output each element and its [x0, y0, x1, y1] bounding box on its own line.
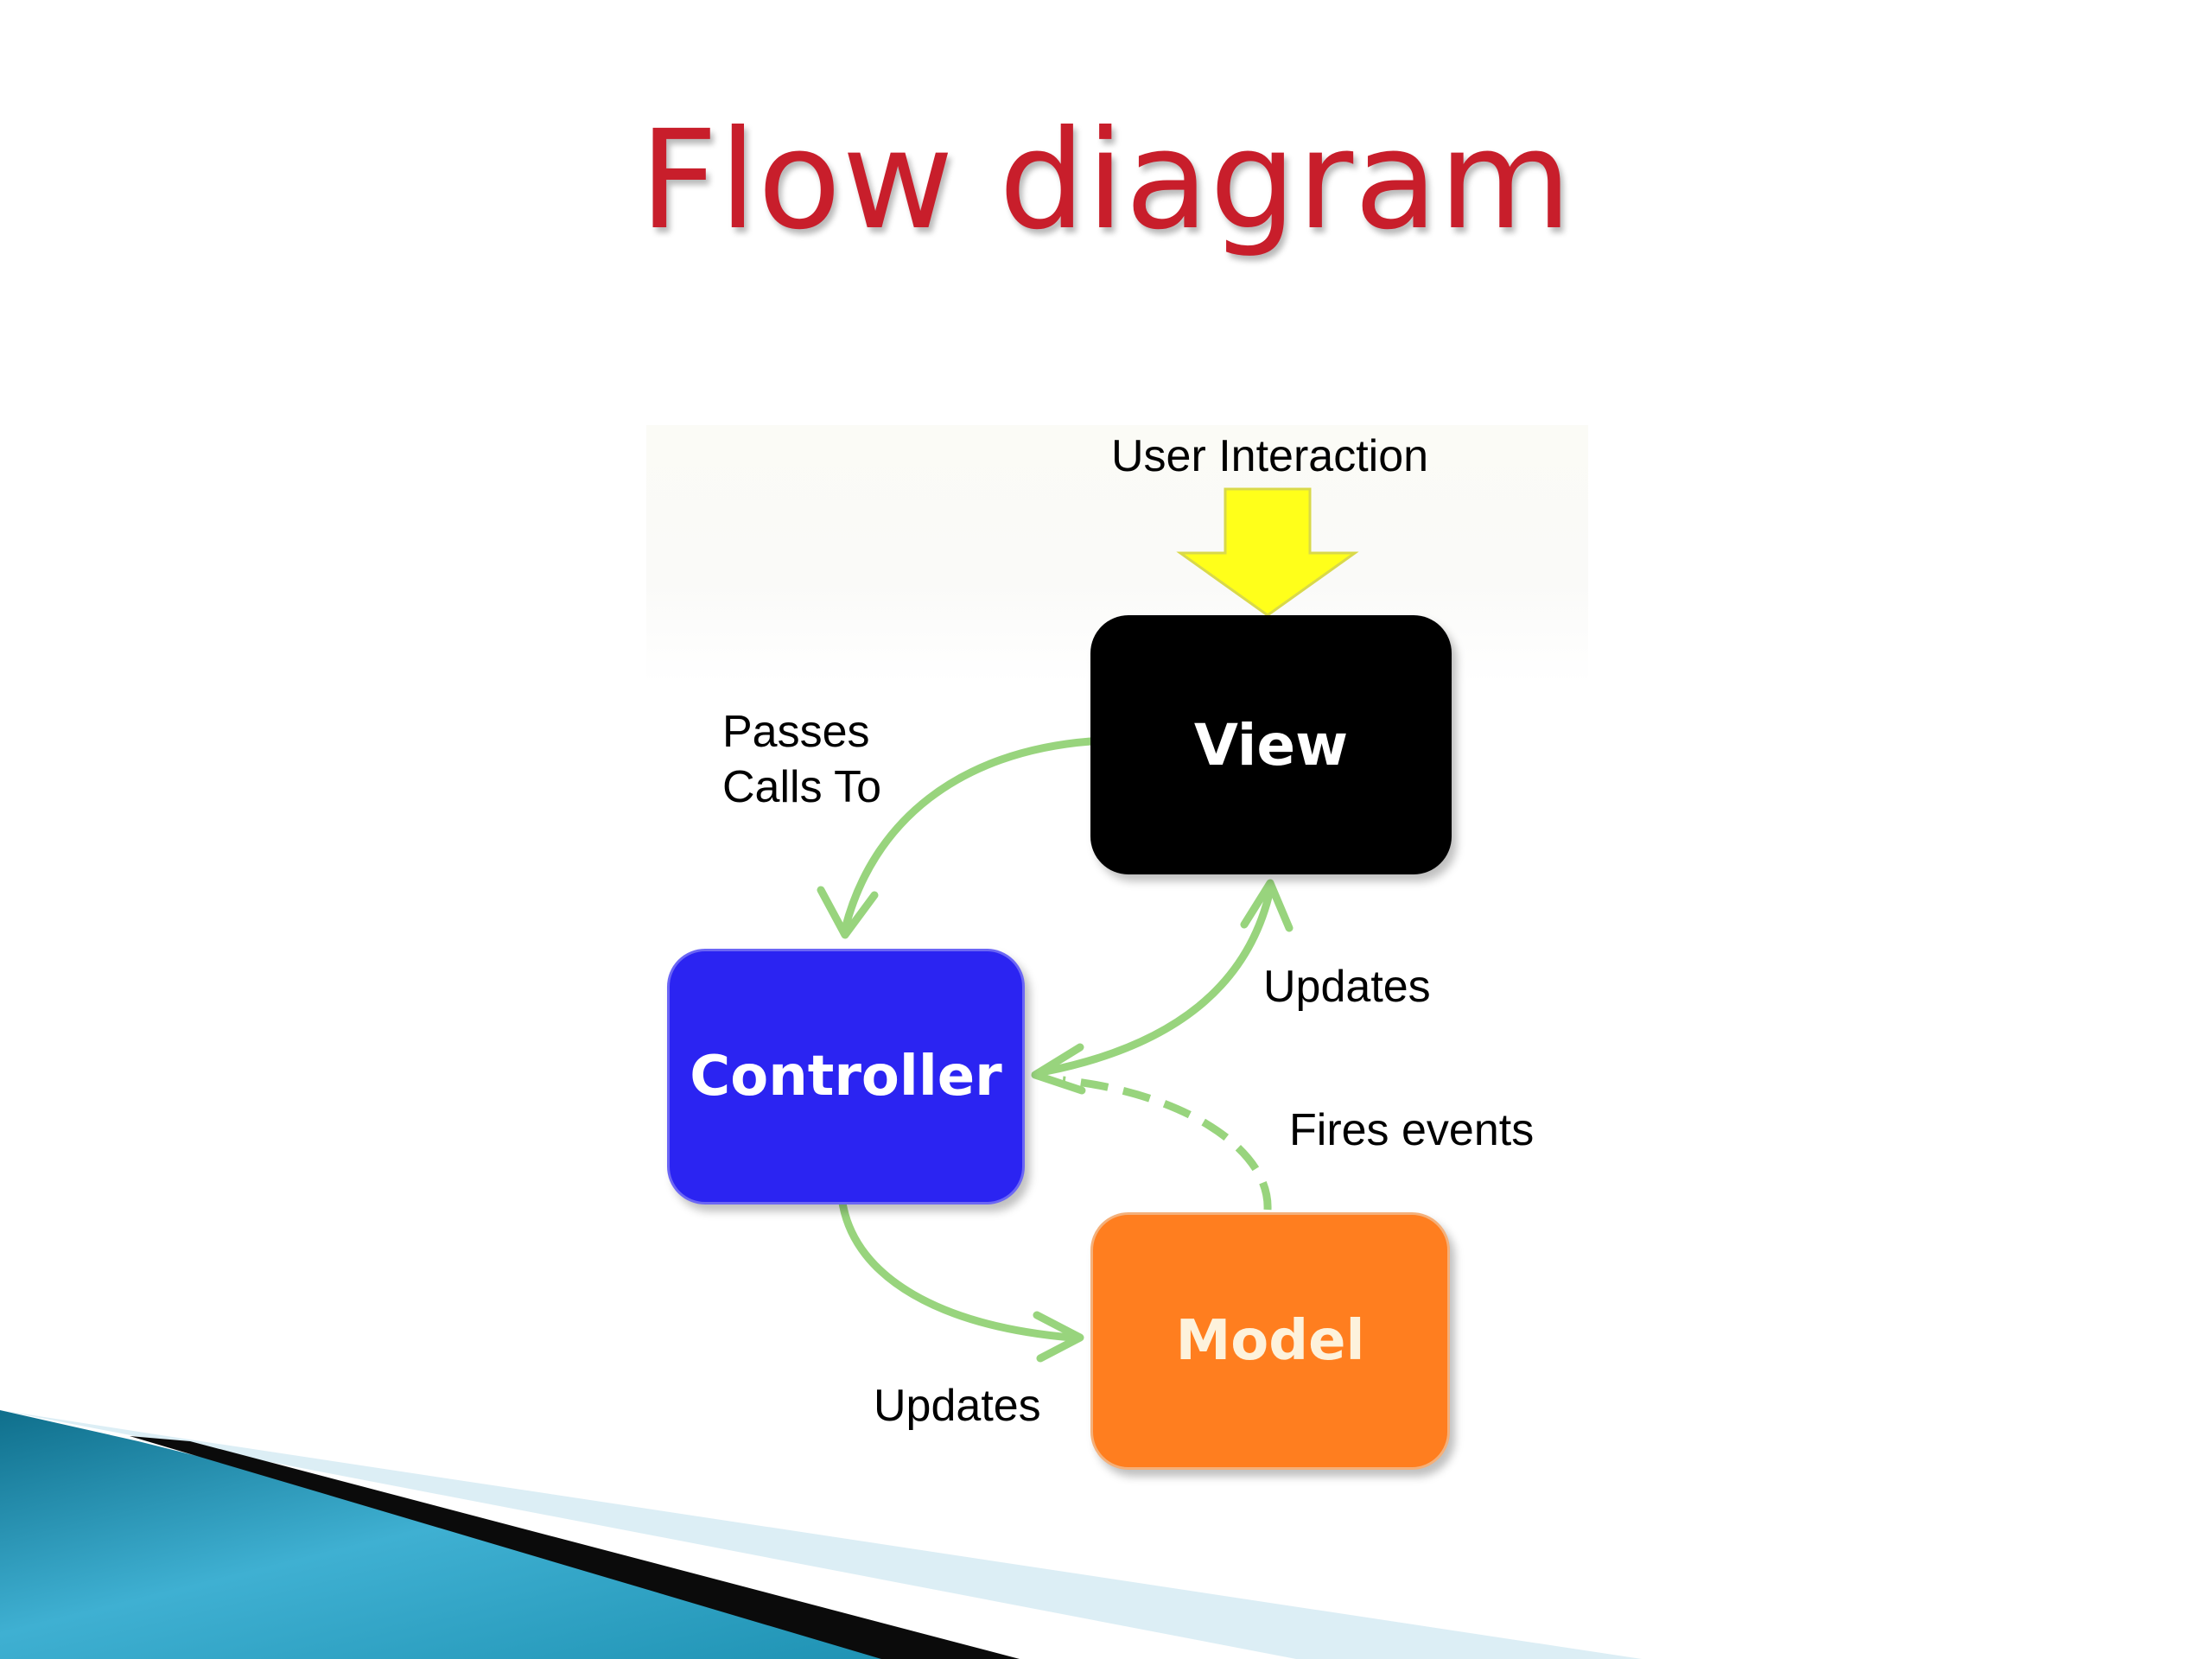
controller-node-label: Controller	[690, 1045, 1002, 1109]
controller-node: Controller	[667, 949, 1025, 1205]
model-node: Model	[1090, 1212, 1450, 1470]
view-updates-arrow	[1041, 886, 1274, 1076]
model-updates-label: Updates	[874, 1381, 1041, 1431]
passes-calls-label: Passes Calls To	[722, 707, 882, 812]
slide-title: Flow diagram	[639, 101, 1573, 260]
model-updates-arrowhead	[1033, 1311, 1084, 1363]
view-node: View	[1090, 615, 1452, 874]
model-updates-arrow	[838, 1198, 1076, 1342]
view-updates-arrowhead-left	[1031, 1043, 1086, 1095]
fires-events-label: Fires events	[1289, 1105, 1535, 1155]
passes-calls-arrow	[841, 737, 1095, 933]
fires-events-arrow	[1062, 1076, 1272, 1211]
view-updates-label: Updates	[1263, 962, 1431, 1012]
user-interaction-arrow	[1176, 487, 1359, 617]
view-updates-arrowhead-top	[1240, 879, 1294, 932]
passes-calls-arrowhead	[817, 886, 879, 939]
model-node-label: Model	[1175, 1309, 1365, 1373]
view-node-label: View	[1193, 711, 1349, 779]
user-interaction-label: User Interaction	[1111, 431, 1429, 481]
swoosh-dark-band	[130, 1436, 1020, 1659]
